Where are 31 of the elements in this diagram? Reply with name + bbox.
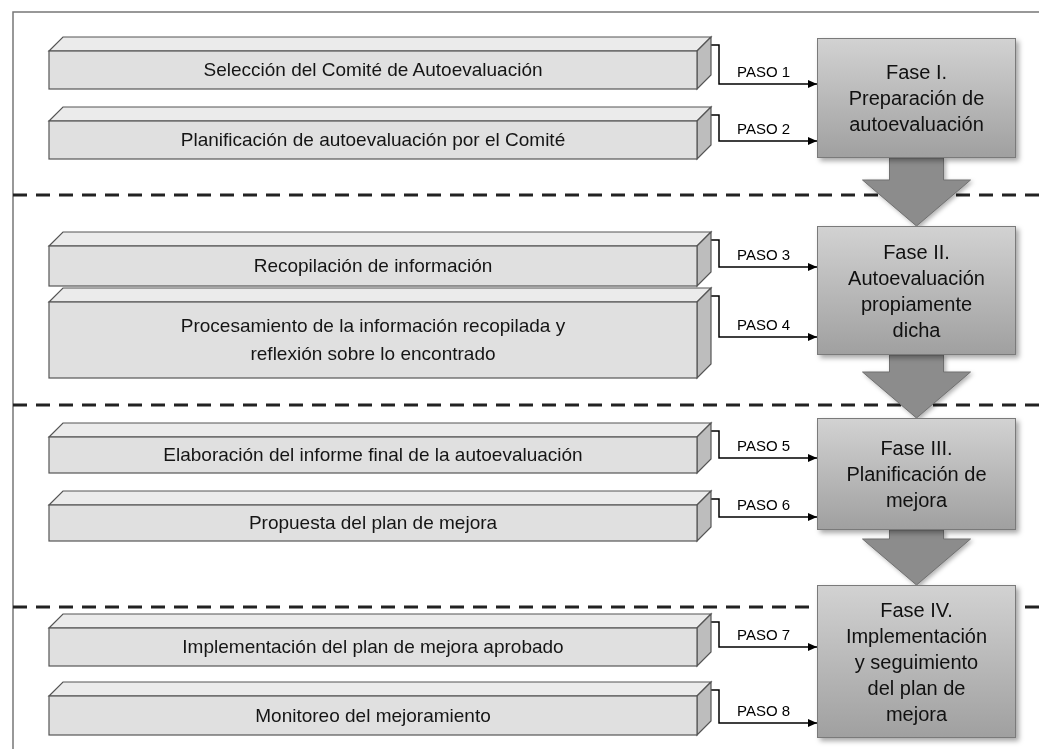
connector-arrow: [710, 621, 818, 651]
phase-description: Autoevaluación propiamente dicha: [847, 265, 986, 343]
connector-arrow: [710, 114, 818, 145]
phase-description: Implementación y seguimiento del plan de mejora: [844, 623, 989, 727]
phase-box: [817, 418, 1016, 530]
phase-title: Fase I.: [884, 60, 949, 85]
block-arrow: [862, 157, 971, 227]
phase-description: Planificación de mejora: [845, 462, 988, 513]
connector-arrow: [710, 239, 818, 271]
connector-arrow: [710, 689, 818, 727]
phase-box: [817, 226, 1016, 355]
step-text: Planificación de autoevaluación por el Comité: [180, 128, 566, 153]
connector-arrow: [710, 44, 818, 88]
step-text: Recopilación de información: [253, 254, 493, 279]
phase-title: Fase III.: [879, 436, 954, 461]
step-text: Procesamiento de la información recopilada y reflexión sobre lo encontrado: [179, 314, 567, 366]
step-text: Implementación del plan de mejora aprobado: [182, 635, 564, 660]
phase-title: Fase II.: [882, 239, 951, 265]
step-text: Selección del Comité de Autoevaluación: [203, 58, 543, 83]
phase-box: [817, 585, 1016, 738]
step-text: Propuesta del plan de mejora: [248, 511, 498, 536]
block-arrow: [862, 354, 971, 419]
connector-arrow: [710, 498, 818, 521]
block-arrow: [862, 529, 971, 586]
phase-title: Fase IV.: [879, 597, 954, 623]
step-text: Monitoreo del mejoramiento: [255, 703, 491, 728]
connector-arrow: [710, 295, 818, 341]
phase-description: Preparación de autoevaluación: [847, 86, 986, 137]
phase-box: [817, 38, 1016, 158]
connector-arrow: [710, 430, 818, 462]
step-text: Elaboración del informe final de la autoevaluación: [163, 443, 583, 468]
